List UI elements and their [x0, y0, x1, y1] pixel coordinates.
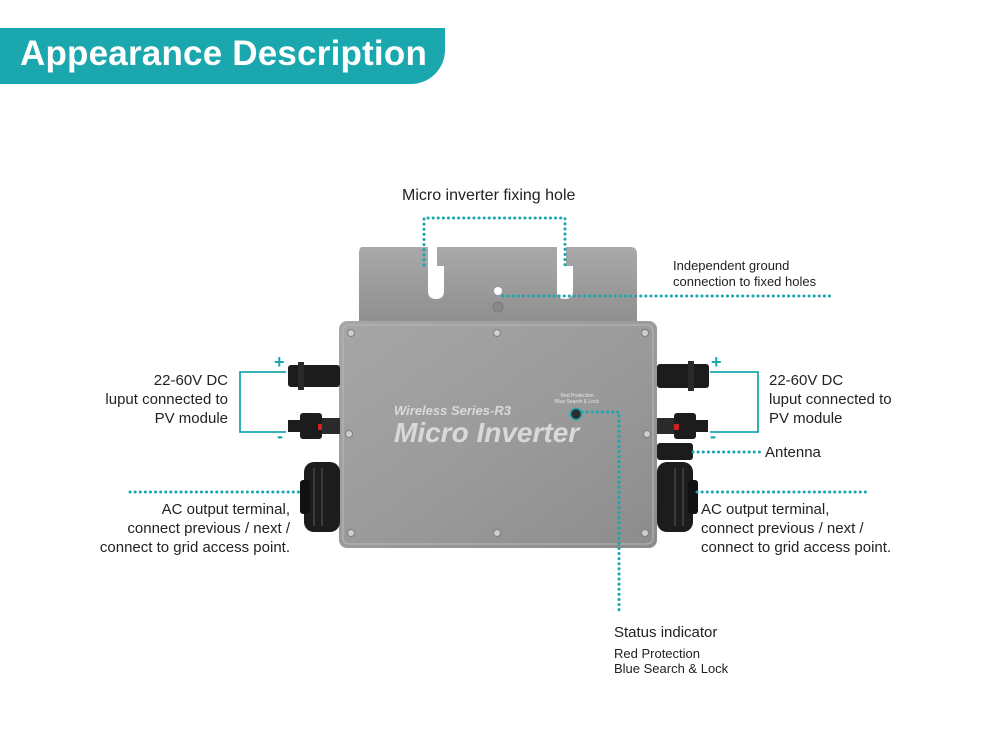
label-ground-2: connection to fixed holes	[673, 274, 817, 289]
right-plus-sign: +	[711, 352, 722, 372]
antenna	[657, 443, 693, 460]
label-dc-left-3: PV module	[154, 410, 228, 427]
right-minus-sign: -	[710, 426, 716, 446]
label-ac-right-3: connect to grid access point.	[701, 539, 892, 556]
led-caption-blue: Blue Search & Lock	[555, 399, 599, 405]
bracket-left	[239, 371, 286, 433]
label-dc-right: 22-60V DC luput connected to PV module	[769, 371, 892, 428]
label-ac-left-2: connect previous / next /	[127, 520, 290, 537]
left-minus-sign: -	[277, 426, 283, 446]
label-ac-right-2: connect previous / next /	[701, 520, 864, 537]
label-status-title: Status indicator	[614, 624, 718, 641]
label-ground-1: Independent ground	[673, 258, 790, 273]
dc-connector-left-positive	[288, 362, 340, 390]
leader-lines	[128, 216, 870, 615]
label-dc-left-2: luput connected to	[105, 391, 228, 408]
ground-hole	[494, 287, 502, 295]
series-label: Wireless Series-R3	[394, 403, 512, 418]
left-plus-sign: +	[274, 352, 285, 372]
title-banner	[0, 28, 445, 84]
dc-connector-right-negative	[657, 413, 708, 439]
label-status-red: Red Protection	[614, 646, 700, 661]
fixing-slot-left	[428, 247, 444, 299]
label-dc-right-2: luput connected to	[769, 391, 892, 408]
label-status-blue: Blue Search & Lock	[614, 661, 729, 676]
label-dc-left: 22-60V DC luput connected to PV module	[105, 371, 228, 428]
dc-brackets	[239, 371, 759, 433]
label-dc-right-3: PV module	[769, 410, 843, 427]
dc-connector-left-negative	[288, 413, 340, 439]
label-ac-right: AC output terminal, connect previous / n…	[701, 500, 891, 557]
label-fixing-hole: Micro inverter fixing hole	[402, 187, 576, 204]
label-ac-left-3: connect to grid access point.	[99, 539, 290, 556]
status-led	[569, 407, 583, 421]
leader-status	[580, 410, 621, 615]
ac-terminal-left	[300, 462, 340, 532]
leader-fixing-hole	[422, 216, 567, 267]
label-dc-right-1: 22-60V DC	[769, 372, 844, 389]
label-ac-right-1: AC output terminal,	[701, 501, 830, 518]
screws	[345, 329, 651, 537]
page-title: Appearance Description	[20, 34, 428, 73]
product-name: Micro Inverter	[394, 417, 581, 448]
label-ac-left-1: AC output terminal,	[161, 501, 290, 518]
label-antenna: Antenna	[765, 444, 821, 461]
ground-symbol	[492, 301, 504, 313]
led-caption-red: Red Protection	[560, 393, 593, 399]
bracket-right	[710, 371, 759, 433]
label-ac-left: AC output terminal, connect previous / n…	[100, 500, 290, 557]
label-dc-left-1: 22-60V DC	[153, 372, 228, 389]
fixing-slot-right	[557, 247, 573, 299]
inverter-body	[339, 321, 657, 548]
ac-terminal-right	[657, 462, 698, 532]
dc-connector-right-positive	[657, 361, 709, 391]
